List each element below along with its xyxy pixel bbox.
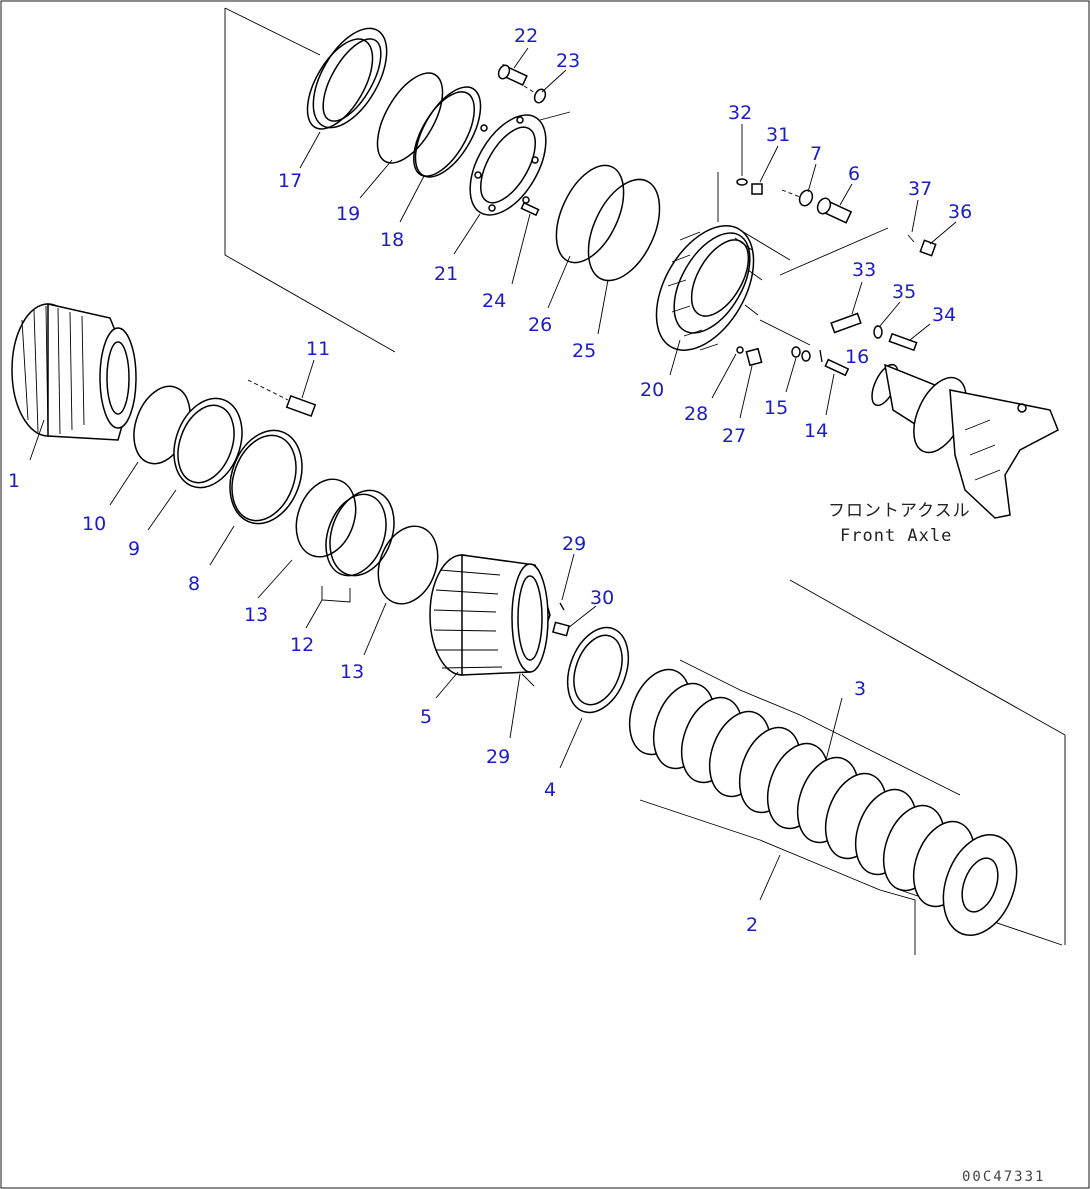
callout-22: 22: [514, 25, 538, 47]
part-24-pin: [520, 201, 540, 217]
part-5-carrier: [429, 554, 551, 676]
callout-26: 26: [528, 314, 552, 336]
callout-29-top: 29: [562, 533, 586, 555]
part-30-bolt: [552, 621, 570, 637]
callout-28: 28: [684, 403, 708, 425]
callout-34: 34: [932, 304, 956, 326]
callout-7: 7: [810, 143, 822, 165]
axis-line-22: [523, 85, 536, 94]
callout-16: 16: [845, 346, 869, 368]
callout-6: 6: [848, 163, 860, 185]
part-12-ring: [325, 489, 395, 577]
axis-line-6: [781, 189, 801, 198]
part-2-3-disc-stack: [628, 659, 1018, 955]
part-13-ring-a: [295, 478, 357, 558]
callout-27: 27: [722, 425, 746, 447]
callout-18: 18: [380, 229, 404, 251]
part-29-pin-top: [559, 602, 565, 611]
part-20-housing: [655, 172, 889, 351]
callout-31: 31: [766, 124, 790, 146]
part-13-ring-b: [377, 525, 439, 605]
callout-14: 14: [804, 420, 828, 442]
part-4-plate: [566, 626, 630, 714]
part-28-ball: [736, 346, 744, 354]
part-14-bolt: [824, 358, 850, 377]
part-23-washer: [533, 88, 547, 104]
part-32-plug: [736, 178, 748, 186]
part-17-seal: [306, 27, 388, 130]
part-19-ring: [376, 72, 444, 164]
callout-25: 25: [572, 340, 596, 362]
part-29-pin-bottom: [521, 673, 535, 687]
part-37-fitting: [907, 234, 915, 243]
part-35-washer: [873, 325, 883, 339]
callout-9: 9: [128, 538, 140, 560]
part-27-plug: [745, 347, 763, 367]
upper-group-boundary: [224, 7, 571, 353]
callout-35: 35: [892, 281, 916, 303]
callout-2: 2: [746, 914, 758, 936]
callout-4: 4: [544, 779, 556, 801]
part-34-bleeder: [888, 332, 918, 352]
front-axle-caption-jp: フロントアクスル: [828, 501, 971, 521]
callout-24: 24: [482, 290, 506, 312]
part-22-bolt: [497, 63, 528, 87]
part-6-bolt: [816, 197, 853, 224]
callout-32: 32: [728, 102, 752, 124]
part-16-pin: [819, 349, 823, 363]
callout-13-a: 13: [244, 604, 268, 626]
part-26-oring: [555, 164, 625, 264]
callout-37: 37: [908, 178, 932, 200]
leader-lines: [29, 47, 957, 901]
callout-33: 33: [852, 259, 876, 281]
bracket-12: [321, 586, 351, 603]
callout-1: 1: [8, 470, 20, 492]
drawing-code: 00C47331: [962, 1169, 1045, 1185]
callout-labels: 1 2 3 4 5 6 7 8 9 10 11 12 13 13 14 15 1…: [8, 25, 972, 936]
axis-line-11: [247, 379, 289, 401]
front-axle-housing: [871, 363, 1059, 519]
callout-21: 21: [434, 263, 458, 285]
part-9-ring: [173, 397, 243, 489]
part-15-washer: [791, 346, 811, 362]
part-31-nipple: [751, 183, 763, 195]
callout-8: 8: [188, 573, 200, 595]
part-7-washer: [798, 189, 814, 207]
callout-30: 30: [590, 587, 614, 609]
part-33-sleeve: [830, 312, 862, 334]
callout-11: 11: [306, 338, 330, 360]
front-axle-caption-en: Front Axle: [840, 526, 952, 546]
callout-36: 36: [948, 201, 972, 223]
part-25-oring: [587, 178, 661, 282]
callout-20: 20: [640, 379, 664, 401]
callout-19: 19: [336, 203, 360, 225]
callout-10: 10: [82, 513, 106, 535]
part-18-ring: [412, 86, 482, 178]
callout-23: 23: [556, 50, 580, 72]
callout-5: 5: [420, 706, 432, 728]
callout-13-b: 13: [340, 661, 364, 683]
part-36-cap: [919, 239, 937, 257]
callout-3: 3: [854, 678, 866, 700]
part-1-hub: [11, 303, 137, 441]
part-21-retainer: [469, 114, 547, 216]
callout-29-bottom: 29: [486, 746, 510, 768]
part-8-ring: [229, 429, 303, 525]
part-11-bolt: [285, 394, 317, 418]
callout-12: 12: [290, 634, 314, 656]
callout-17: 17: [278, 170, 302, 192]
callout-15: 15: [764, 397, 788, 419]
